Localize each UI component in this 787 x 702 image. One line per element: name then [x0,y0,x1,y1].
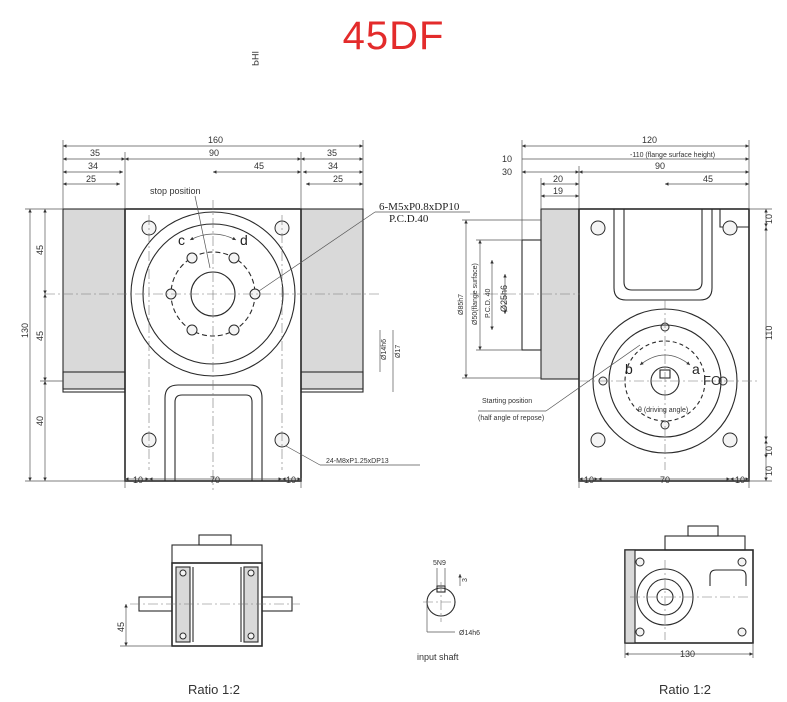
side-view: b a FO θ (driving angle) Starting positi… [458,135,774,488]
input-shaft-depth: 3 [462,578,469,582]
input-shaft-label: input shaft [417,652,459,662]
side-dim-45: 45 [703,174,713,184]
side-fo-label: FO [703,373,721,388]
side-dim-25h6: Ø25h6 [499,285,509,312]
front-pcd: P.C.D.40 [389,213,429,225]
front-left-housing [62,208,126,390]
side-dim-10: 10 [502,154,512,164]
front-pcd-hole [186,324,198,336]
front-dim-130: 130 [20,323,30,338]
front-dim-40: 40 [35,416,45,426]
side-mount-hole [722,220,738,236]
side-mount-hole [590,432,606,448]
front-dim-bottom-10-left: 10 [133,475,143,485]
side-dim-pcd: P.C.D. 40 [485,288,492,318]
side-dim-bottom-10-left: 10 [584,475,594,485]
side-main-body [578,208,750,482]
side-dim-19: 19 [553,186,563,196]
front-dim-25-left: 25 [86,174,96,184]
front-dim-25-right: 25 [333,174,343,184]
bottom-right-dim-130: 130 [680,649,695,659]
input-shaft-view: 5N9 3 Ø14h6 input shaft [417,560,480,662]
side-dir-b: b [625,361,633,377]
front-view: c d stop position 6-M5xP0.8xDP10 P.C.D.4… [20,135,470,490]
side-dir-a: a [692,361,700,377]
side-dim-90: 90 [655,161,665,171]
side-dim-20: 20 [553,174,563,184]
front-dim-34-left: 34 [88,161,98,171]
ratio-left: Ratio 1:2 [188,682,240,697]
front-pcd-hole [228,324,240,336]
side-dim-right-10c: 10 [764,466,774,476]
front-dim-bottom-70: 70 [210,475,220,485]
side-half-angle: (half angle of repose) [478,415,544,422]
side-dim-30: 30 [502,167,512,177]
side-dim-bottom-10-right: 10 [735,475,745,485]
front-dim-160: 160 [208,135,223,145]
side-dim-120: 120 [642,135,657,145]
side-dim-bottom-70: 70 [660,475,670,485]
input-shaft-key: 5N9 [433,560,446,567]
front-dim-90: 90 [209,148,219,158]
front-right-shaft [300,371,364,393]
front-flange-holes: 6-M5xP0.8xDP10 [379,201,460,213]
side-dim-right-10a: 10 [764,214,774,224]
front-dim-35-left: 35 [90,148,100,158]
bottom-left-dim-45: 45 [116,622,126,632]
front-dim-17: Ø17 [395,345,402,358]
front-dim-34-right: 34 [328,161,338,171]
front-pcd-hole [228,252,240,264]
bottom-mirror-text: PHI [250,51,260,66]
front-dim-45-b: 45 [35,331,45,341]
side-dial-inner [624,340,706,422]
front-right-housing [300,208,364,390]
side-dim-85h7: Ø85h7 [458,294,465,315]
front-dim-45: 45 [254,161,264,171]
page-title: 45DF [342,14,445,58]
side-dim-right-10b: 10 [764,446,774,456]
front-dim-35-right: 35 [327,148,337,158]
side-mount-hole [722,432,738,448]
side-dim-50: Ø50(flange surface) [472,263,479,325]
front-dim-45-a: 45 [35,245,45,255]
front-base-holes: 24-M8xP1.25xDP13 [326,458,389,465]
front-pcd-hole [186,252,198,264]
side-driving-angle: θ (driving angle) [638,407,688,414]
front-left-shaft [62,371,126,393]
front-stop-position: stop position [150,186,201,196]
side-mount-hole [590,220,606,236]
side-output-hub [521,239,542,351]
input-shaft-dia: Ø14h6 [459,630,480,637]
side-dim-right-110: 110 [764,326,774,340]
front-dir-c: c [178,232,185,248]
side-starting-position: Starting position [482,398,532,405]
bottom-right-view: 130 Ratio 1:2 [624,525,754,697]
bottom-left-view: PHI 45 Ratio 1:2 [116,51,300,697]
front-dim-bottom-10-right: 10 [286,475,296,485]
front-dim-14h6: Ø14h6 [381,339,388,360]
front-dir-d: d [240,232,248,248]
ratio-right: Ratio 1:2 [659,682,711,697]
side-flange-surface: -110 (flange surface height) [630,152,715,159]
